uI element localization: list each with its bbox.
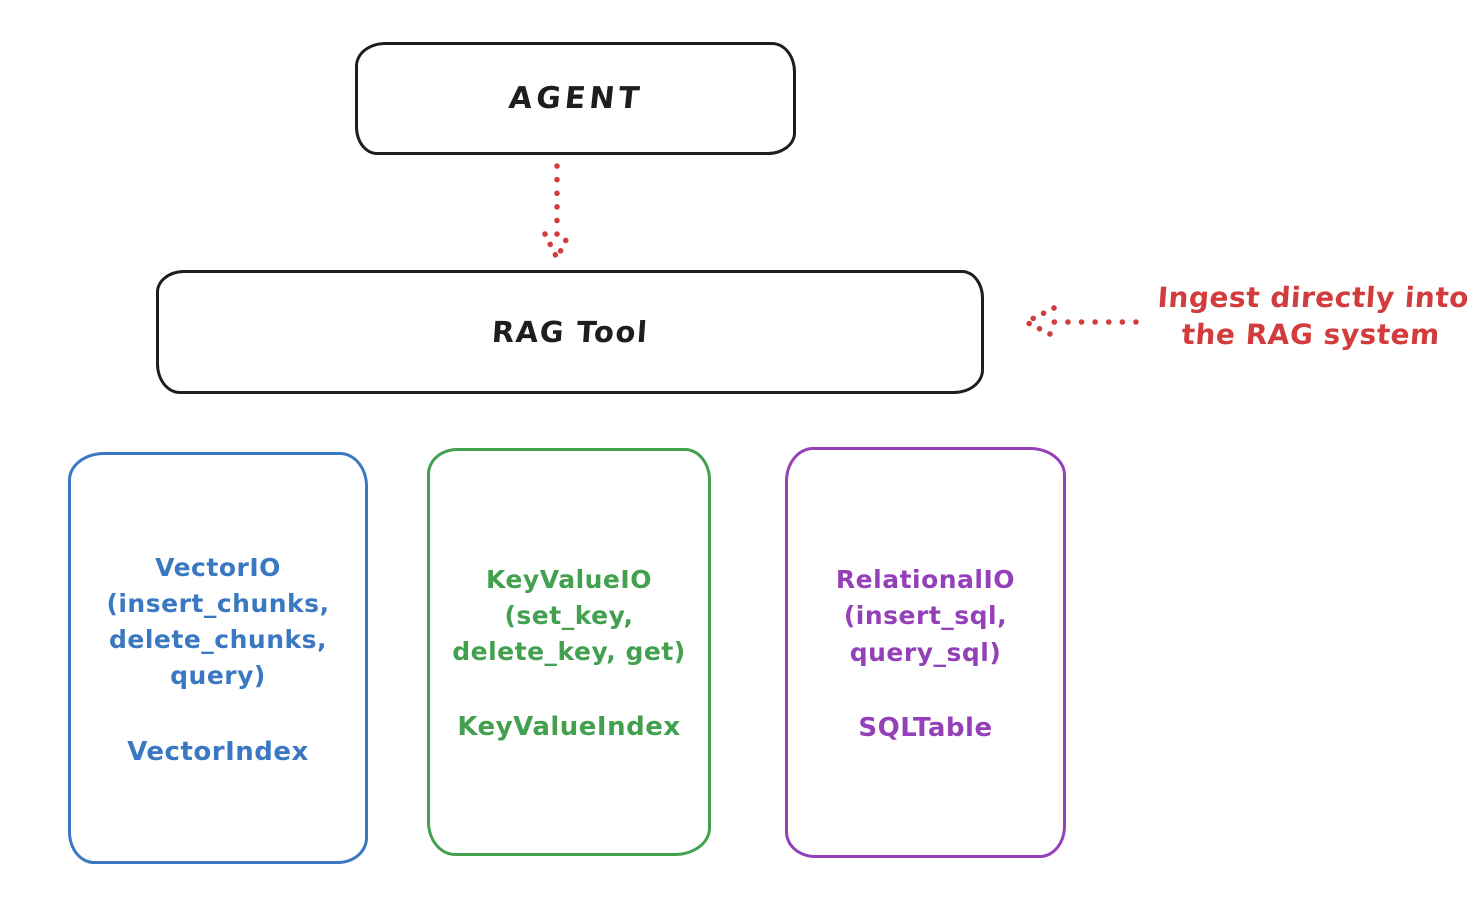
- ingest-annotation: Ingest directly into the RAG system: [1156, 281, 1471, 351]
- relationalio-index-label: SQLTable: [858, 712, 993, 743]
- arrow-agent-to-rag-icon: [542, 163, 572, 265]
- arrow-head: [1019, 305, 1057, 339]
- vectorio-index-label: VectorIndex: [127, 736, 309, 767]
- vectorio-heading: VectorIO (insert_chunks, delete_chunks, …: [106, 552, 330, 691]
- arrow-head: [542, 231, 572, 265]
- relationalio-heading: RelationalIO (insert_sql, query_sql): [835, 565, 1016, 667]
- ingest-arrow-icon: [1019, 305, 1139, 339]
- keyvalueio-heading: KeyValueIO (set_key, delete_key, get): [452, 564, 686, 667]
- vectorio-box: VectorIO (insert_chunks, delete_chunks, …: [68, 452, 368, 864]
- keyvalueio-index-label: KeyValueIndex: [457, 712, 681, 743]
- keyvalueio-box: KeyValueIO (set_key, delete_key, get) Ke…: [427, 448, 711, 856]
- agent-box: AGENT: [355, 42, 796, 155]
- rag-tool-label: RAG Tool: [490, 315, 650, 349]
- rag-tool-box: RAG Tool: [156, 270, 984, 394]
- relationalio-box: RelationalIO (insert_sql, query_sql) SQL…: [785, 447, 1066, 858]
- agent-label: AGENT: [506, 81, 645, 116]
